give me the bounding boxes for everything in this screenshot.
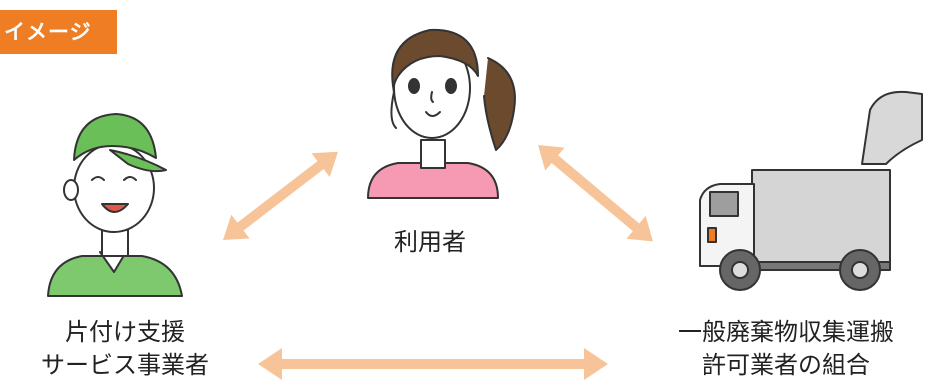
double-arrow-icon [223, 151, 339, 240]
garbage-truck-figure [699, 90, 923, 291]
support-provider-line1: 片付け支援 [65, 318, 185, 346]
image-badge: イメージ [0, 10, 117, 54]
support-provider-label: 片付け支援 サービス事業者 [0, 316, 250, 382]
user-label: 利用者 [394, 228, 466, 256]
worker-figure [47, 113, 183, 297]
support-provider-line2: サービス事業者 [41, 351, 209, 379]
woman-figure [367, 28, 516, 199]
waste-collector-line1: 一般廃棄物収集運搬 [678, 318, 894, 346]
waste-collector-line2: 許可業者の組合 [702, 351, 870, 379]
double-arrow-icon [258, 348, 608, 380]
waste-collector-label: 一般廃棄物収集運搬 許可業者の組合 [646, 316, 926, 382]
double-arrow-icon [538, 145, 653, 242]
